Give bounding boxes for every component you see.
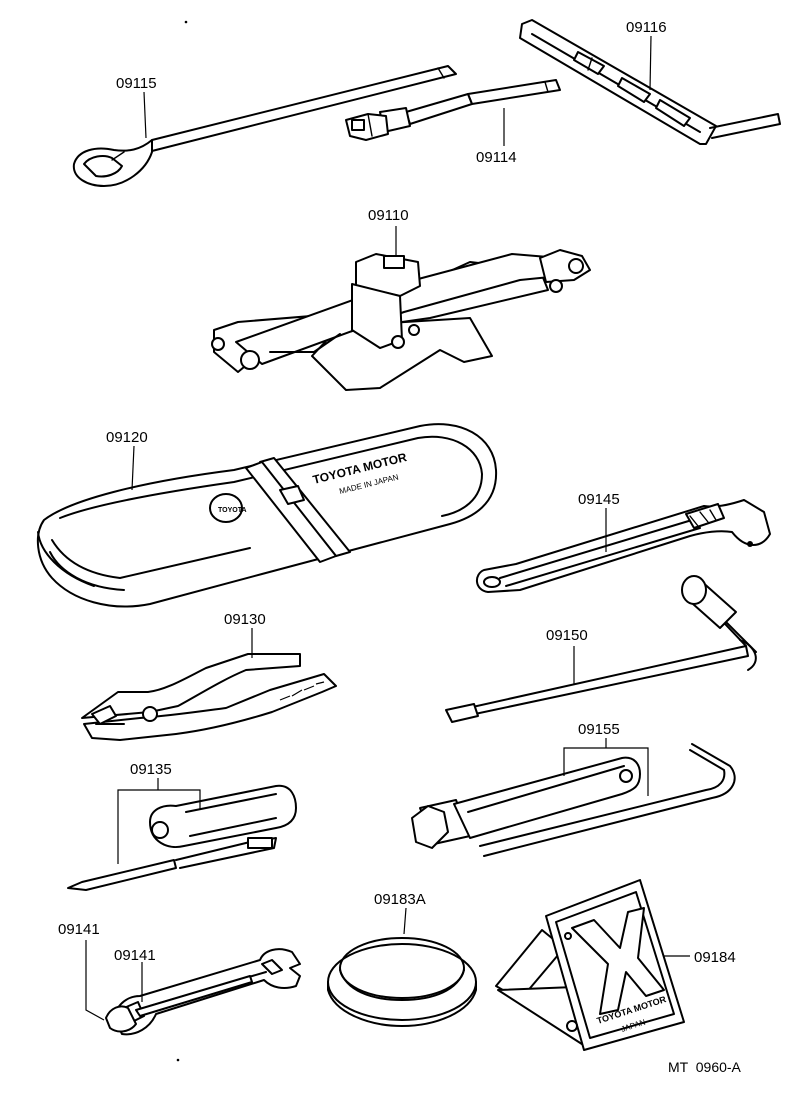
part-label-09130: 09130 — [224, 611, 266, 628]
part-label-09141-outer: 09141 — [58, 921, 100, 938]
part-label-09116: 09116 — [626, 19, 667, 36]
stand-sign-09184: TOYOTA MOTOR JAPAN — [495, 879, 685, 1051]
extension-bar-09114 — [345, 79, 561, 141]
part-label-09145: 09145 — [578, 491, 620, 508]
hook-wrench-09115 — [72, 65, 457, 187]
lug-wrench-09150 — [445, 575, 757, 723]
part-label-09150: 09150 — [546, 627, 588, 644]
socket-wrench-09155 — [411, 743, 736, 857]
screwdriver-09135 — [67, 784, 297, 891]
part-label-09141-inner: 09141 — [114, 947, 156, 964]
part-label-09183A: 09183A — [374, 891, 426, 908]
round-cap-09183A — [327, 937, 477, 1027]
part-label-09120: 09120 — [106, 429, 148, 446]
part-label-09155: 09155 — [578, 721, 620, 738]
open-end-wrenches-09141 — [105, 948, 301, 1036]
part-label-09110: 09110 — [368, 207, 409, 224]
adjustable-wrench-09145 — [476, 499, 771, 593]
scissor-jack-09110 — [211, 249, 591, 391]
part-label-09184: 09184 — [694, 949, 736, 966]
bag-logo-text: TOYOTA — [218, 507, 247, 514]
jack-handle-09116 — [519, 19, 781, 145]
pliers-09130 — [81, 653, 337, 741]
part-label-09135: 09135 — [130, 761, 172, 778]
figure-code: MT 0960-A — [668, 1059, 742, 1075]
tool-bag-09120: TOYOTA TOYOTA MOTOR MADE IN JAPAN — [36, 423, 498, 608]
part-label-09115: 09115 — [116, 75, 157, 92]
part-label-09114: 09114 — [476, 149, 517, 166]
